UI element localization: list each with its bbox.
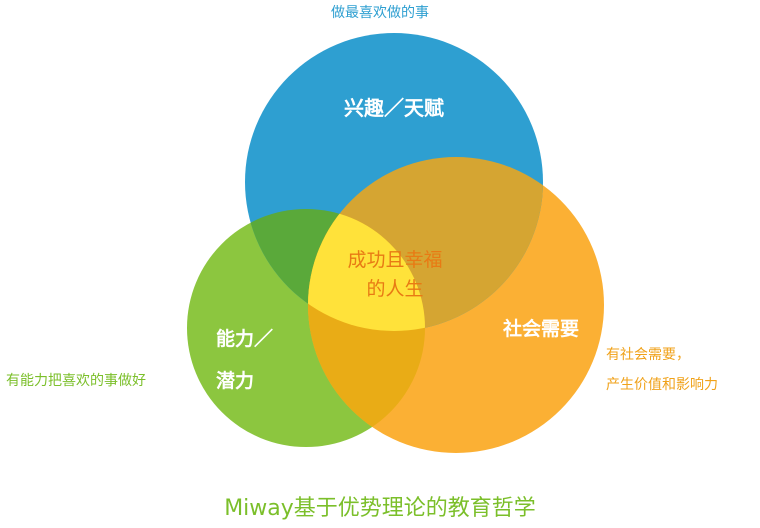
center-label-line2: 的人生 (366, 278, 424, 300)
circle-left-title-line2: 潜力 (216, 370, 255, 392)
bottom-title: Miway基于优势理论的教育哲学 (224, 496, 536, 521)
right-note-line1: 有社会需要， (606, 347, 690, 363)
circle-left-title-line1: 能力／ (216, 328, 274, 350)
circle-right-title: 社会需要 (502, 318, 579, 340)
circle-top-title: 兴趣／天赋 (344, 96, 444, 120)
overlap-top-right (308, 157, 543, 331)
right-note-line2: 产生价值和影响力 (606, 377, 718, 393)
center-label-line1: 成功且幸福 (347, 249, 443, 271)
left-note: 有能力把喜欢的事做好 (6, 373, 146, 389)
right-note: 有社会需要， 产生价值和影响力 (606, 340, 718, 400)
center-label: 成功且幸福 的人生 (310, 246, 480, 304)
top-caption: 做最喜欢做的事 (331, 5, 429, 21)
circle-left-title: 能力／ 潜力 (216, 318, 300, 402)
